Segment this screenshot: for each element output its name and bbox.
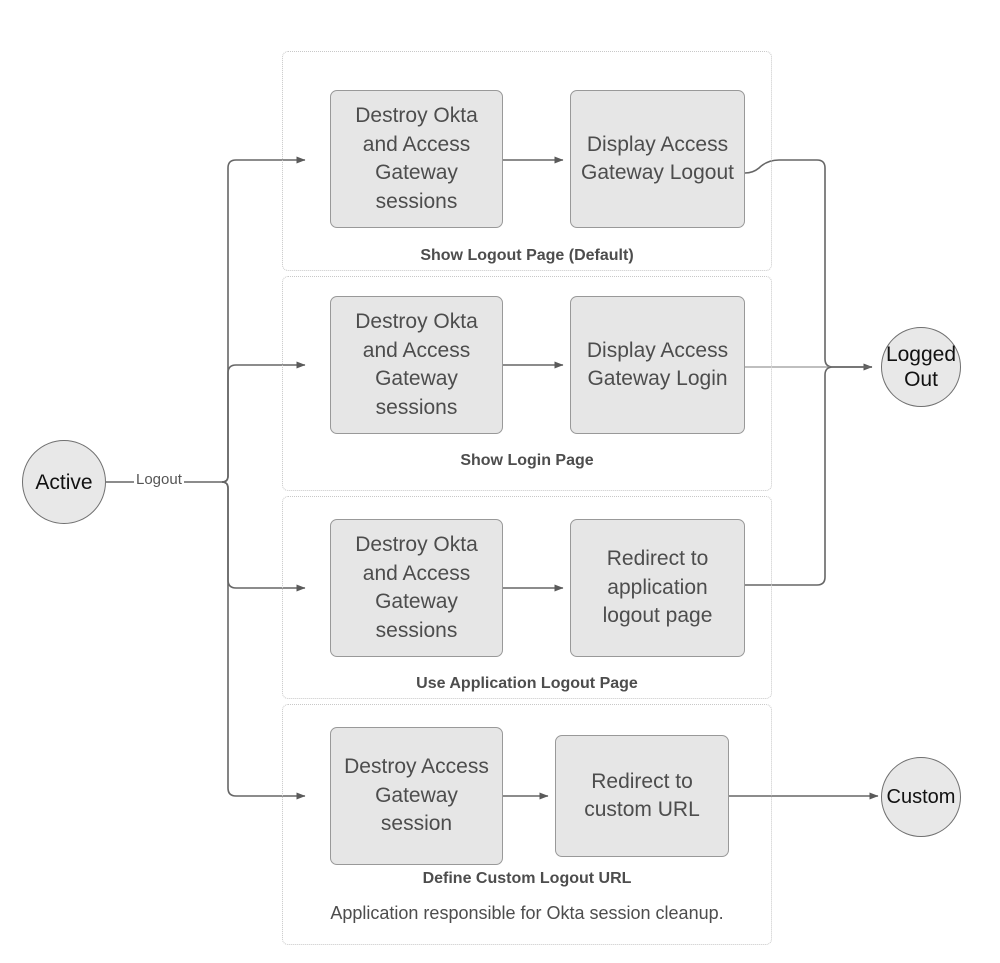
node-custom-state[interactable]: Custom	[881, 757, 961, 837]
wire-branch-4	[221, 481, 306, 800]
node-destroy-sessions-1[interactable]: Destroy Okta and Access Gateway sessions	[330, 90, 503, 228]
group-title-3: Use Application Logout Page	[416, 675, 638, 692]
node-destroy-sessions-3[interactable]: Destroy Okta and Access Gateway sessions	[330, 519, 503, 657]
group-show-logout-page-default	[282, 51, 772, 271]
group-show-login-page	[282, 276, 772, 491]
group-title-4: Define Custom Logout URL	[422, 870, 632, 887]
node-logged-out-state[interactable]: Logged Out	[881, 327, 961, 407]
logged-out-line-1: Logged	[885, 343, 957, 366]
node-display-ag-logout[interactable]: Display Access Gateway Logout	[570, 90, 745, 228]
group-note-4: Application responsible for Okta session…	[330, 903, 724, 923]
wire-branch-2	[221, 361, 306, 483]
node-redirect-custom-url[interactable]: Redirect to custom URL	[555, 735, 729, 857]
edge-label-logout: Logout	[134, 471, 184, 488]
logged-out-line-2: Out	[904, 368, 938, 391]
group-title-2: Show Login Page	[460, 452, 594, 469]
wire-group3-to-loggedout	[745, 366, 872, 586]
node-redirect-app-logout[interactable]: Redirect to application logout page	[570, 519, 745, 657]
node-destroy-ag-session[interactable]: Destroy Access Gateway session	[330, 727, 503, 865]
node-display-ag-login[interactable]: Display Access Gateway Login	[570, 296, 745, 434]
node-destroy-sessions-2[interactable]: Destroy Okta and Access Gateway sessions	[330, 296, 503, 434]
group-use-application-logout-page	[282, 496, 772, 699]
node-active-state[interactable]: Active	[22, 440, 106, 524]
wire-group1-to-loggedout	[744, 159, 873, 371]
group-define-custom-logout-url	[282, 704, 772, 945]
group-title-1: Show Logout Page (Default)	[420, 247, 634, 264]
